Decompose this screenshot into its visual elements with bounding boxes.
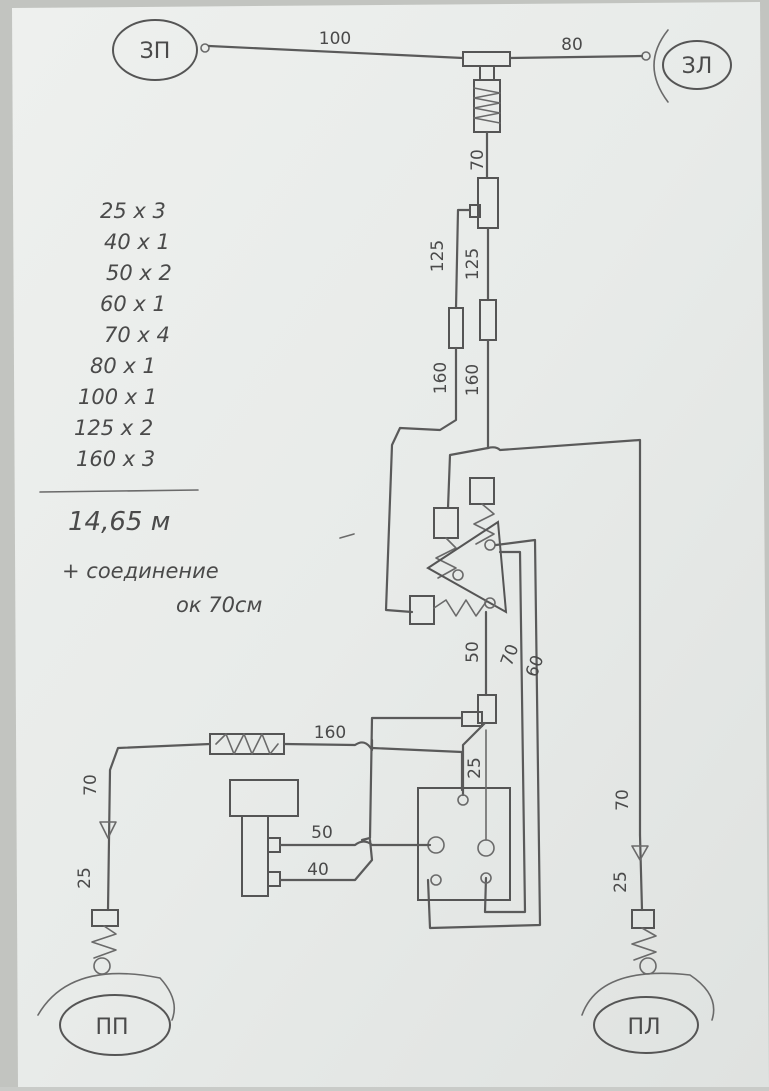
length-list-item: 60 x 1	[100, 292, 166, 316]
left-rear-valve-icon	[99, 821, 117, 839]
label-left-rear-70: 70	[81, 774, 101, 796]
label-hose-160: 160	[314, 723, 346, 743]
note-approx: ок 70см	[176, 593, 262, 617]
paper-sheet	[12, 2, 769, 1087]
length-list-item: 160 x 3	[76, 447, 155, 471]
right-rear-valve-icon	[631, 845, 649, 861]
length-list-item: 125 x 2	[74, 416, 153, 440]
label-100: 100	[319, 29, 351, 49]
label-right-rear-70: 70	[613, 789, 633, 811]
length-list-item: 70 x 4	[104, 323, 170, 347]
length-list-item: 40 x 1	[104, 230, 170, 254]
length-list: 25 x 3 40 x 1 50 x 2 60 x 1 70 x 4 80 x 1 100 …	[74, 199, 172, 471]
length-list-item: 80 x 1	[90, 354, 156, 378]
label-125-diag: 125	[428, 240, 448, 272]
label-under-tee-70: 70	[468, 149, 488, 171]
label-master-50: 50	[311, 823, 333, 843]
wheel-label-front-right: ЗП	[140, 39, 171, 64]
pipe-top-left	[508, 54, 644, 60]
label-left-rear-25: 25	[75, 867, 95, 889]
regulator-spring-3	[409, 595, 435, 625]
wheel-label-front-left: ЗЛ	[682, 54, 713, 79]
pressure-regulator	[426, 520, 508, 614]
rear-right-wheel: ПП	[37, 972, 176, 1056]
label-160-vert: 160	[463, 364, 483, 396]
rear-tee	[477, 694, 497, 724]
label-master-40: 40	[307, 860, 329, 880]
total-sum: 14,65 м	[68, 507, 170, 537]
sum-divider	[39, 489, 199, 493]
note-coupling: + соединение	[62, 559, 219, 583]
label-160-diag: 160	[431, 362, 451, 394]
wheel-label-rear-right: ПП	[95, 1015, 128, 1040]
pipe-top-right	[207, 44, 465, 60]
label-80: 80	[561, 35, 583, 55]
label-125-vert: 125	[463, 248, 483, 280]
rear-left-wheel: ПЛ	[581, 972, 715, 1054]
length-list-item: 25 x 3	[100, 199, 166, 223]
length-list-item: 50 x 2	[106, 261, 172, 285]
label-tee-25: 25	[465, 757, 485, 779]
length-list-item: 100 x 1	[78, 385, 157, 409]
label-mid-50: 50	[463, 641, 483, 663]
label-right-rear-25: 25	[611, 871, 631, 893]
front-right-wheel: ЗП	[112, 19, 210, 81]
wheel-label-rear-left: ПЛ	[627, 1015, 660, 1040]
